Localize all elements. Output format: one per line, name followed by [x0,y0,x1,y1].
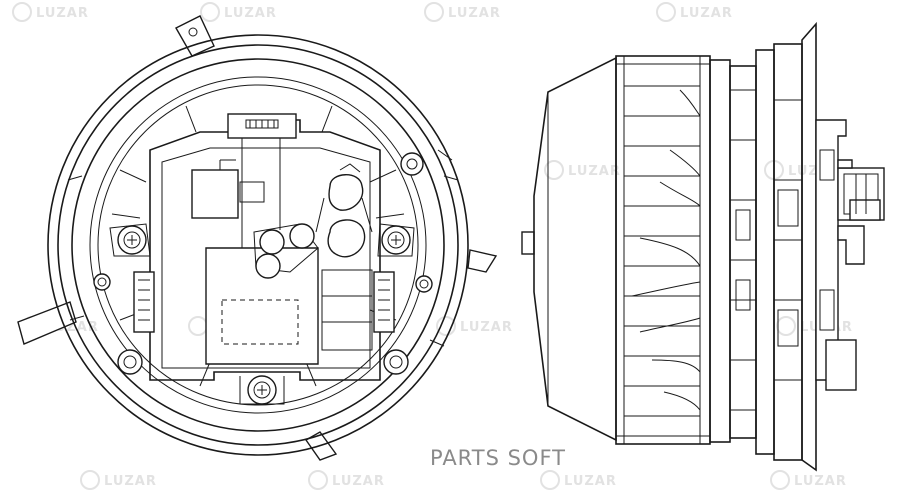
motor-dome [533,56,617,442]
right-lug [467,249,498,273]
flange-ring [71,58,445,432]
side-connector [837,159,885,265]
boss-bottom-left [117,349,143,375]
clip-left [133,271,155,333]
terminal-right [289,223,315,249]
screw-bottom [239,375,285,405]
watermark-logo: LUZAR [776,316,852,336]
watermark-logo: LUZAR [308,470,385,490]
flange-plate-2 [729,65,757,439]
boss-bottom-right [383,349,409,375]
boss-left [93,273,111,291]
control-board-label-area [221,299,299,345]
motor-shaft [521,231,535,255]
flange-plate-1 [709,59,731,443]
relay-module [191,169,239,219]
flange-plate-4 [773,43,803,461]
svg-text:LUZAR: LUZAR [332,474,385,489]
watermark-logo: LUZAR [436,316,513,336]
inner-housing-step [161,147,371,369]
terminal-left [259,229,285,255]
watermark-logo: LUZAR [540,470,617,490]
svg-text:LUZAR: LUZAR [794,474,847,489]
watermark-logo: LUZAR [12,2,89,22]
plate-ribs [730,89,802,411]
svg-text:LUZAR: LUZAR [460,320,513,335]
side-view [521,21,885,472]
watermark-logo: LUZAR [80,470,157,490]
boss-top-right [400,152,424,176]
right-board-area [321,269,373,351]
left-mounting-tab [17,301,77,345]
flange-outer [801,21,817,472]
boss-right [415,275,433,293]
watermark-logo: LUZAR [656,2,733,22]
fuse-elements [315,163,373,258]
outer-ring-inner [57,44,459,446]
svg-text:LUZAR: LUZAR [36,6,89,21]
front-view [17,15,498,461]
svg-text:LUZAR: LUZAR [104,474,157,489]
terminals [253,223,319,279]
inner-spokes [111,105,405,387]
watermark-logo: LUZAR [424,2,501,22]
watermark-logo: LUZAR [200,2,277,22]
connector-pins [249,120,275,128]
screw-right [377,223,415,257]
watermark-logo: LUZAR [544,160,621,180]
watermark-logo: LUZAR [770,470,847,490]
fan-blades [624,85,701,417]
inner-ring [89,76,427,414]
svg-text:LUZAR: LUZAR [564,474,617,489]
svg-text:LUZAR: LUZAR [448,6,501,21]
flange-plate-3 [755,49,775,455]
clip-right [373,271,395,333]
svg-text:LUZAR: LUZAR [568,164,621,179]
inner-ring-2 [97,84,419,406]
rear-module [815,119,847,381]
screw-left [109,223,151,257]
svg-text:LUZAR: LUZAR [680,6,733,21]
svg-text:LUZAR: LUZAR [224,6,277,21]
rim-ribs [67,149,459,347]
outer-ring [47,34,469,456]
terminal-lower [255,253,281,279]
brand-label: PARTS SOFT [430,446,566,470]
